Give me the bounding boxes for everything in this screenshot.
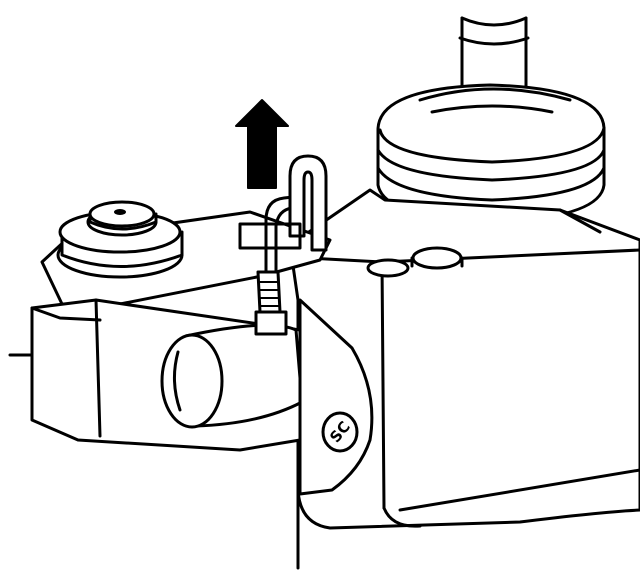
- housing-rivets: [366, 246, 464, 278]
- up-arrow-icon: [235, 99, 289, 189]
- hold-down-nut: [56, 200, 184, 279]
- wire-lead: [254, 194, 306, 336]
- module-connector: [160, 323, 304, 429]
- wire-clip: [238, 154, 328, 252]
- stamp-tab: SC: [298, 298, 374, 496]
- distributor-cap: [376, 83, 606, 224]
